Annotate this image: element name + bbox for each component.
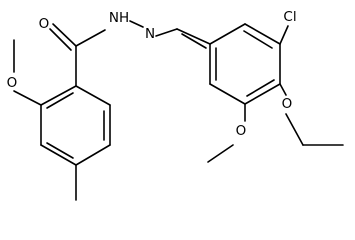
meta-methoxy-oxygen-label: O <box>236 123 247 139</box>
meta-methoxy-group <box>207 103 246 163</box>
left-benzene-ring <box>40 85 111 166</box>
ethoxy-oxygen-label: O <box>282 96 293 112</box>
ortho-methoxy-oxygen-label: O <box>7 75 18 91</box>
amide-linkage <box>49 23 106 87</box>
chloro-bond <box>279 25 289 45</box>
amide-nitrogen-label: NH <box>109 10 129 26</box>
hydrazone-linkage <box>129 20 211 49</box>
carbonyl-oxygen-label: O <box>39 16 50 32</box>
ethoxy-group <box>279 83 344 146</box>
chemical-structure-diagram: O NH N O Cl O O <box>7 9 344 201</box>
ortho-methoxy-group <box>13 39 42 106</box>
chlorine-label: Cl <box>283 9 296 25</box>
right-benzene-ring <box>209 23 281 105</box>
imine-nitrogen-label: N <box>145 26 155 42</box>
